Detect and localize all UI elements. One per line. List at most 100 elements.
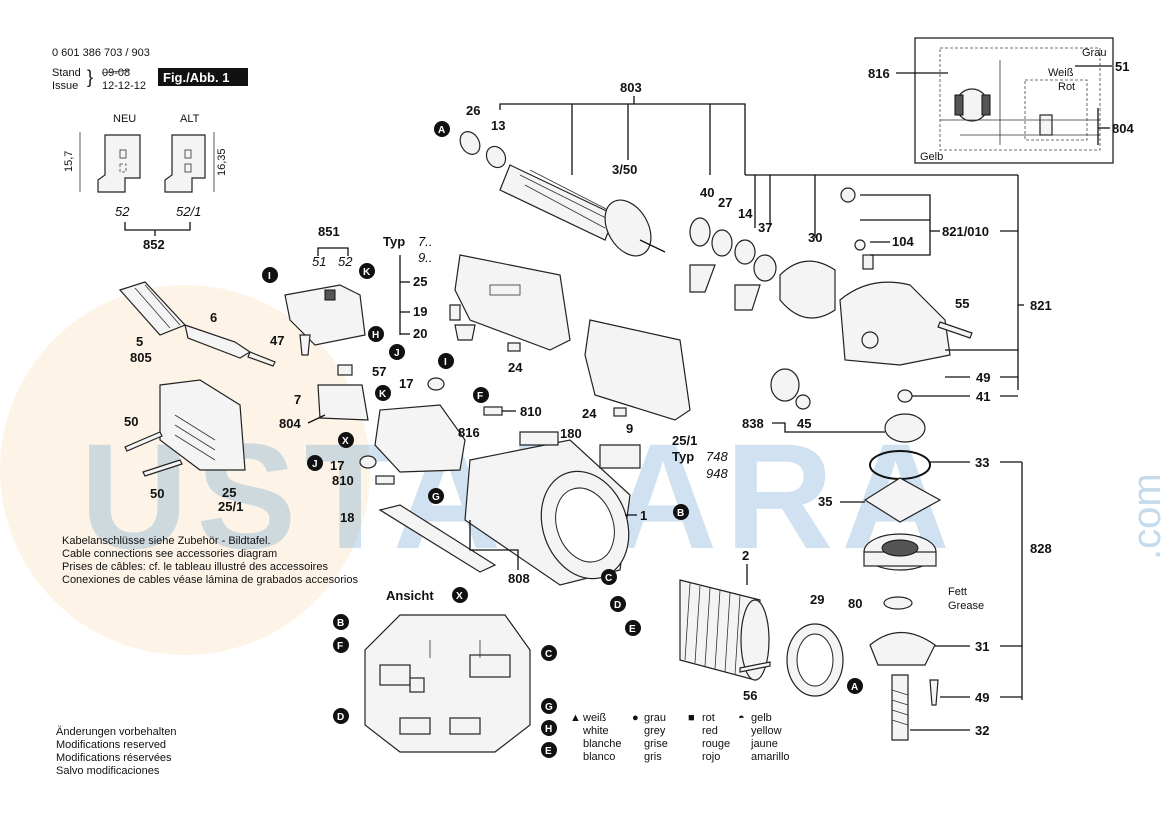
num-29: 29 — [810, 592, 824, 607]
lower-assembly: 33 35 828 80 Fett Grease 31 49 32 — [818, 450, 1052, 741]
part-number: 0 601 386 703 / 903 — [52, 47, 150, 59]
cable-note: Kabelanschlüsse siehe Zubehör - Bildtafe… — [62, 535, 358, 586]
num-49-a: 49 — [976, 370, 990, 385]
num-180: 180 — [560, 426, 582, 441]
brush-housings: Typ 7.. 9.. 25 19 20 25/1 Typ 748 948 24… — [383, 234, 728, 481]
typ2-v1: 748 — [706, 449, 728, 464]
figure-title: Fig./Abb. 1 — [163, 70, 229, 85]
callout-f-top: F — [477, 391, 483, 402]
cable-note-es: Conexiones de cables véase lámina de gra… — [62, 574, 358, 586]
num-804-wiring: 804 — [1112, 121, 1134, 136]
header: 0 601 386 703 / 903 Stand Issue } 09-08 … — [52, 47, 248, 92]
legend-red-en: red — [702, 725, 718, 737]
dim-alt: 16,35 — [216, 148, 228, 176]
motor-housing: 1 180 9 2 29 56 — [464, 421, 844, 703]
neu-label: NEU — [113, 113, 136, 125]
mod-es: Salvo modificaciones — [56, 765, 160, 777]
legend-yellow-fr: jaune — [750, 738, 778, 750]
num-821: 821 — [1030, 298, 1052, 313]
gear-housing: 821/010 104 55 821 49 41 838 45 — [742, 175, 1052, 443]
num-32: 32 — [975, 723, 989, 738]
wire-gelb: Gelb — [920, 151, 943, 163]
num-47: 47 — [270, 333, 284, 348]
gear-parts: 40 27 14 37 30 — [689, 174, 1018, 319]
num-803: 803 — [620, 80, 642, 95]
num-851: 851 — [318, 224, 340, 239]
ansicht-letter: X — [456, 591, 463, 602]
legend-white-de: weiß — [582, 712, 607, 724]
legend-yellow-en: yellow — [751, 725, 782, 737]
num-80: 80 — [848, 596, 862, 611]
mod-de: Änderungen vorbehalten — [56, 726, 176, 738]
legend-sym-red: ■ — [688, 712, 695, 724]
legend-sym-white: ▲ — [570, 712, 581, 724]
num-52-1: 52/1 — [176, 204, 201, 219]
typ-item-25: 25 — [413, 274, 427, 289]
num-821-010: 821/010 — [942, 224, 989, 239]
num-35: 35 — [818, 494, 832, 509]
stand-value: 09-08 — [102, 67, 130, 79]
num-17-b: 17 — [330, 458, 344, 473]
ansicht-label: Ansicht — [386, 588, 434, 603]
callout-e-right: E — [629, 624, 636, 635]
ansicht-x-view: Ansicht X — [364, 587, 531, 753]
num-808: 808 — [508, 571, 530, 586]
legend-grey-en: grey — [644, 725, 666, 737]
num-17-a: 17 — [399, 376, 413, 391]
callout-i-left: I — [268, 271, 271, 282]
legend-grey-fr: grise — [644, 738, 668, 750]
num-838: 838 — [742, 416, 764, 431]
callout-b-right: B — [677, 508, 684, 519]
num-24-a: 24 — [508, 360, 523, 375]
letter-callouts: A A B B C C D D E E F F G G H H I I J J … — [262, 121, 863, 758]
num-45: 45 — [797, 416, 811, 431]
cable-note-en: Cable connections see accessories diagra… — [62, 548, 277, 560]
num-50-a: 50 — [124, 414, 138, 429]
alt-label: ALT — [180, 113, 200, 125]
num-816: 816 — [458, 425, 480, 440]
num-805: 805 — [130, 350, 152, 365]
legend-grey-es: gris — [644, 751, 662, 763]
num-33: 33 — [975, 455, 989, 470]
typ2-label: Typ — [672, 449, 694, 464]
num-31: 31 — [975, 639, 989, 654]
callout-c-left: C — [545, 649, 552, 660]
callout-h-top: H — [372, 330, 379, 341]
num-3-50: 3/50 — [612, 162, 637, 177]
num-52: 52 — [115, 204, 130, 219]
num-40: 40 — [700, 185, 714, 200]
legend-red-fr: rouge — [702, 738, 730, 750]
num-27: 27 — [718, 195, 732, 210]
wire-grau: Grau — [1082, 47, 1106, 59]
callout-g-top: G — [432, 492, 440, 503]
callout-a-bottom: A — [851, 682, 858, 693]
wiring-diagram: Grau Weiß Rot Gelb 816 51 804 — [868, 37, 1134, 164]
num-104: 104 — [892, 234, 914, 249]
num-810-b: 810 — [332, 473, 354, 488]
armature-assembly: 803 26 13 3/50 — [459, 80, 746, 257]
num-56: 56 — [743, 688, 757, 703]
dim-neu: 15,7 — [63, 151, 75, 172]
num-804: 804 — [279, 416, 301, 431]
callout-b-left: B — [337, 618, 344, 629]
grease-grease: Grease — [948, 600, 984, 612]
cable-note-de: Kabelanschlüsse siehe Zubehör - Bildtafe… — [62, 535, 271, 547]
typ-item-19: 19 — [413, 304, 427, 319]
callout-c-right: C — [605, 573, 612, 584]
callout-x: X — [342, 436, 349, 447]
callout-i-right: I — [444, 357, 447, 368]
num-51: 51 — [312, 254, 326, 269]
num-6: 6 — [210, 310, 217, 325]
legend-yellow-de: gelb — [751, 712, 772, 724]
num-9: 9 — [626, 421, 633, 436]
num-5: 5 — [136, 334, 143, 349]
callout-h-left: H — [545, 724, 552, 735]
legend-white-en: white — [582, 725, 609, 737]
num-2: 2 — [742, 548, 749, 563]
issue-value: 12-12-12 — [102, 80, 146, 92]
num-25-1: 25/1 — [672, 433, 697, 448]
legend-grey-de: grau — [644, 712, 666, 724]
num-828: 828 — [1030, 541, 1052, 556]
stand-label: Stand — [52, 67, 81, 79]
modifications-note: Änderungen vorbehalten Modifications res… — [56, 726, 176, 777]
